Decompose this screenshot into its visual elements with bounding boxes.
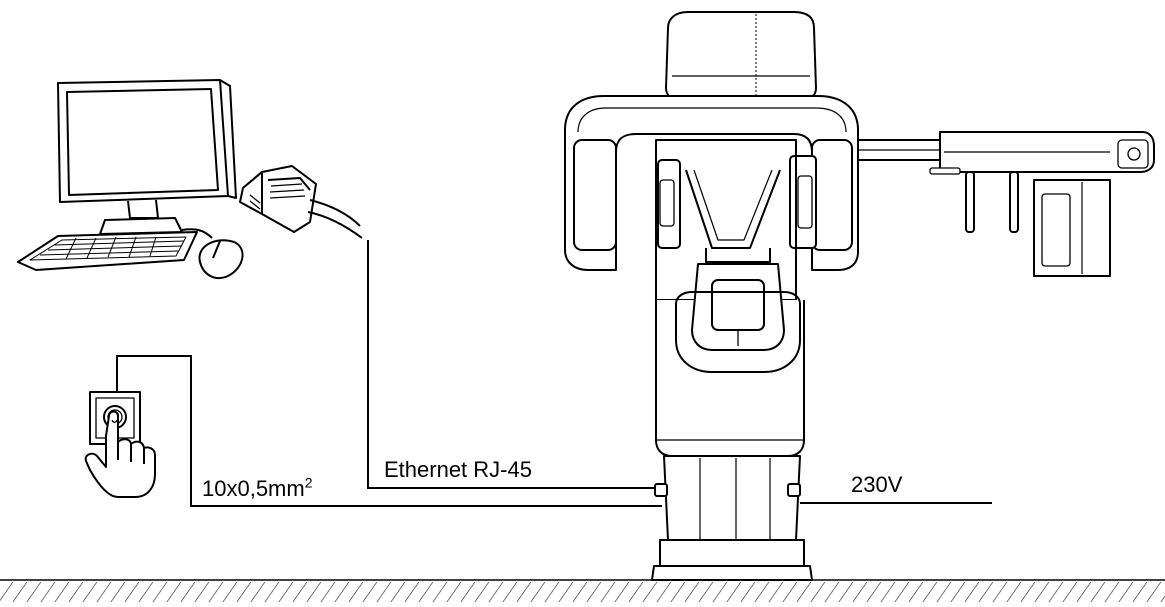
power-label: 230V: [851, 472, 903, 497]
desktop-computer-icon: [17, 79, 244, 280]
hand-press-button-icon: [84, 391, 156, 498]
dental-xray-unit-icon: [564, 11, 1155, 581]
rj45-connector-icon: [239, 165, 363, 239]
control-cable-label-text: 10x0,5mm: [202, 476, 305, 501]
control-cable-label-superscript: 2: [304, 474, 313, 491]
control-cable-label: 10x0,5mm2: [202, 474, 313, 501]
ethernet-cable-label: Ethernet RJ-45: [384, 457, 532, 482]
floor-icon: [0, 579, 1165, 602]
control-cable: [116, 355, 662, 507]
ethernet-cable: [367, 240, 662, 489]
